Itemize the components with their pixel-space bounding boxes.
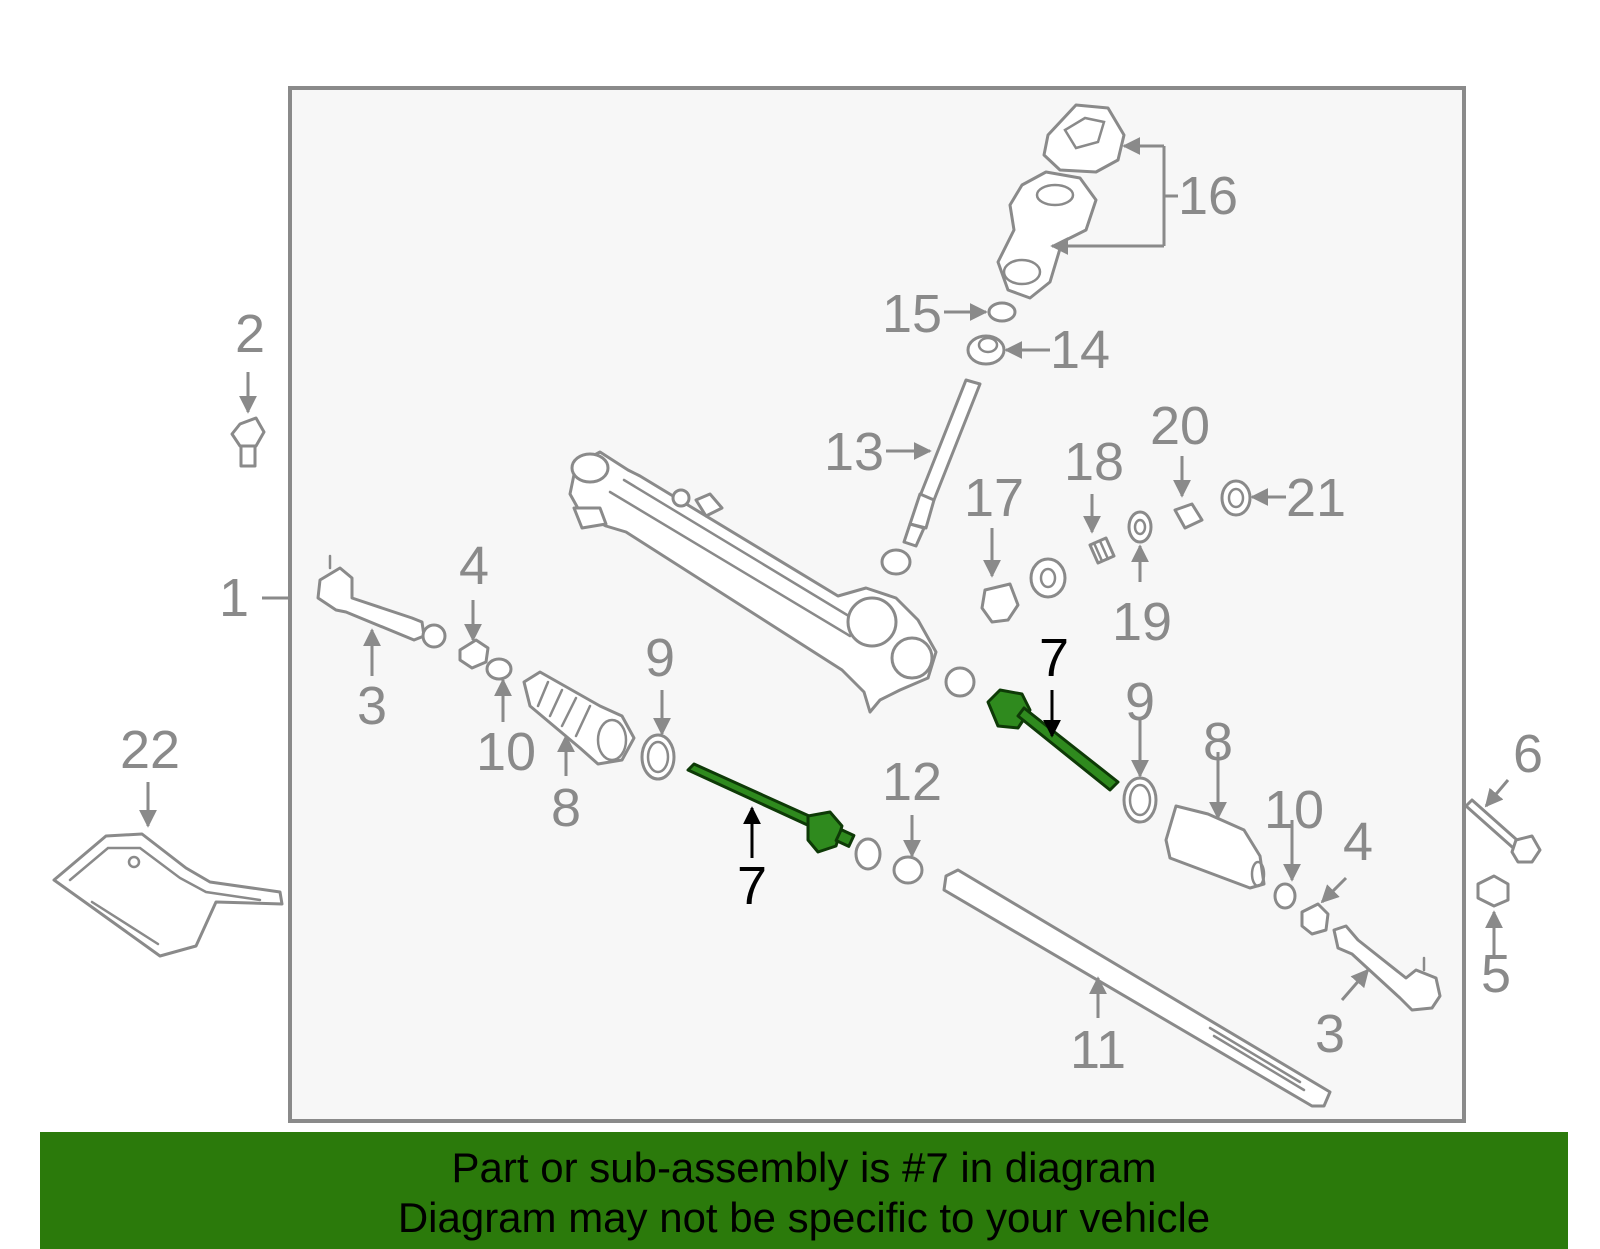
part-17-bushing (980, 582, 1020, 624)
callout-19: 19 (1112, 592, 1172, 652)
callout-1: 1 (219, 568, 249, 628)
callout-2: 2 (235, 304, 265, 364)
part-12-washers (854, 837, 924, 885)
callout-20: 20 (1150, 396, 1210, 456)
callout-18: 18 (1064, 432, 1124, 492)
callout-10-right: 10 (1264, 780, 1324, 840)
part-17b-ring (1029, 557, 1067, 599)
callout-10-left: 10 (476, 722, 536, 782)
callout-7-right: 7 (1039, 628, 1069, 688)
part-7-inner-tie-rod-left (686, 762, 856, 854)
part-5-nut (1476, 874, 1510, 908)
callout-3-right: 3 (1315, 1004, 1345, 1064)
part-2-bolt (230, 416, 266, 468)
callout-6: 6 (1513, 724, 1543, 784)
callout-16: 16 (1178, 166, 1238, 226)
part-14-seal (966, 334, 1006, 366)
part-22-bracket (52, 832, 284, 958)
banner-line-1: Part or sub-assembly is #7 in diagram (451, 1144, 1157, 1191)
part-10-clamp-left (485, 657, 513, 681)
callout-8-left: 8 (551, 778, 581, 838)
part-8-boot-right (1164, 804, 1266, 890)
callout-9-right: 9 (1125, 672, 1155, 732)
callout-3-left: 3 (357, 676, 387, 736)
banner-line-2: Diagram may not be specific to your vehi… (397, 1194, 1211, 1241)
callout-15: 15 (882, 284, 942, 344)
part-19-washer (1127, 510, 1153, 544)
part-20-plug (1173, 502, 1204, 530)
part-21-nut (1220, 479, 1252, 517)
part-13-pinion-shaft (880, 378, 982, 576)
part-15-washer (987, 301, 1017, 323)
part-3-tie-rod-end-right (1332, 924, 1442, 1012)
info-banner: Part or sub-assembly is #7 in diagram Di… (40, 1132, 1568, 1249)
part-10-clamp-right (1273, 882, 1297, 910)
callout-9-left: 9 (645, 628, 675, 688)
part-8-boot-left (522, 670, 636, 766)
callout-5: 5 (1481, 944, 1511, 1004)
callout-13: 13 (824, 422, 884, 482)
callout-14: 14 (1050, 320, 1110, 380)
callout-12: 12 (882, 752, 942, 812)
callout-8-right: 8 (1203, 712, 1233, 772)
callout-17: 17 (964, 468, 1024, 528)
part-4-nut-right (1300, 902, 1330, 936)
leader-arrows (139, 137, 1510, 1018)
part-16-cap (996, 103, 1126, 300)
callout-4-left: 4 (459, 536, 489, 596)
part-ring-right (944, 666, 976, 698)
part-9-clamp-right (1122, 776, 1158, 824)
callout-21: 21 (1286, 468, 1346, 528)
part-9-clamp-left (640, 733, 676, 781)
callout-7-left: 7 (737, 856, 767, 916)
callout-4-right: 4 (1343, 812, 1373, 872)
callout-22: 22 (120, 720, 180, 780)
part-11-rack (942, 868, 1332, 1108)
part-1-gear-housing (568, 450, 938, 714)
part-18-spring (1088, 536, 1116, 565)
callout-11: 11 (1070, 1020, 1126, 1080)
part-3-tie-rod-end-left (316, 554, 447, 649)
part-6-bolt (1464, 798, 1542, 864)
